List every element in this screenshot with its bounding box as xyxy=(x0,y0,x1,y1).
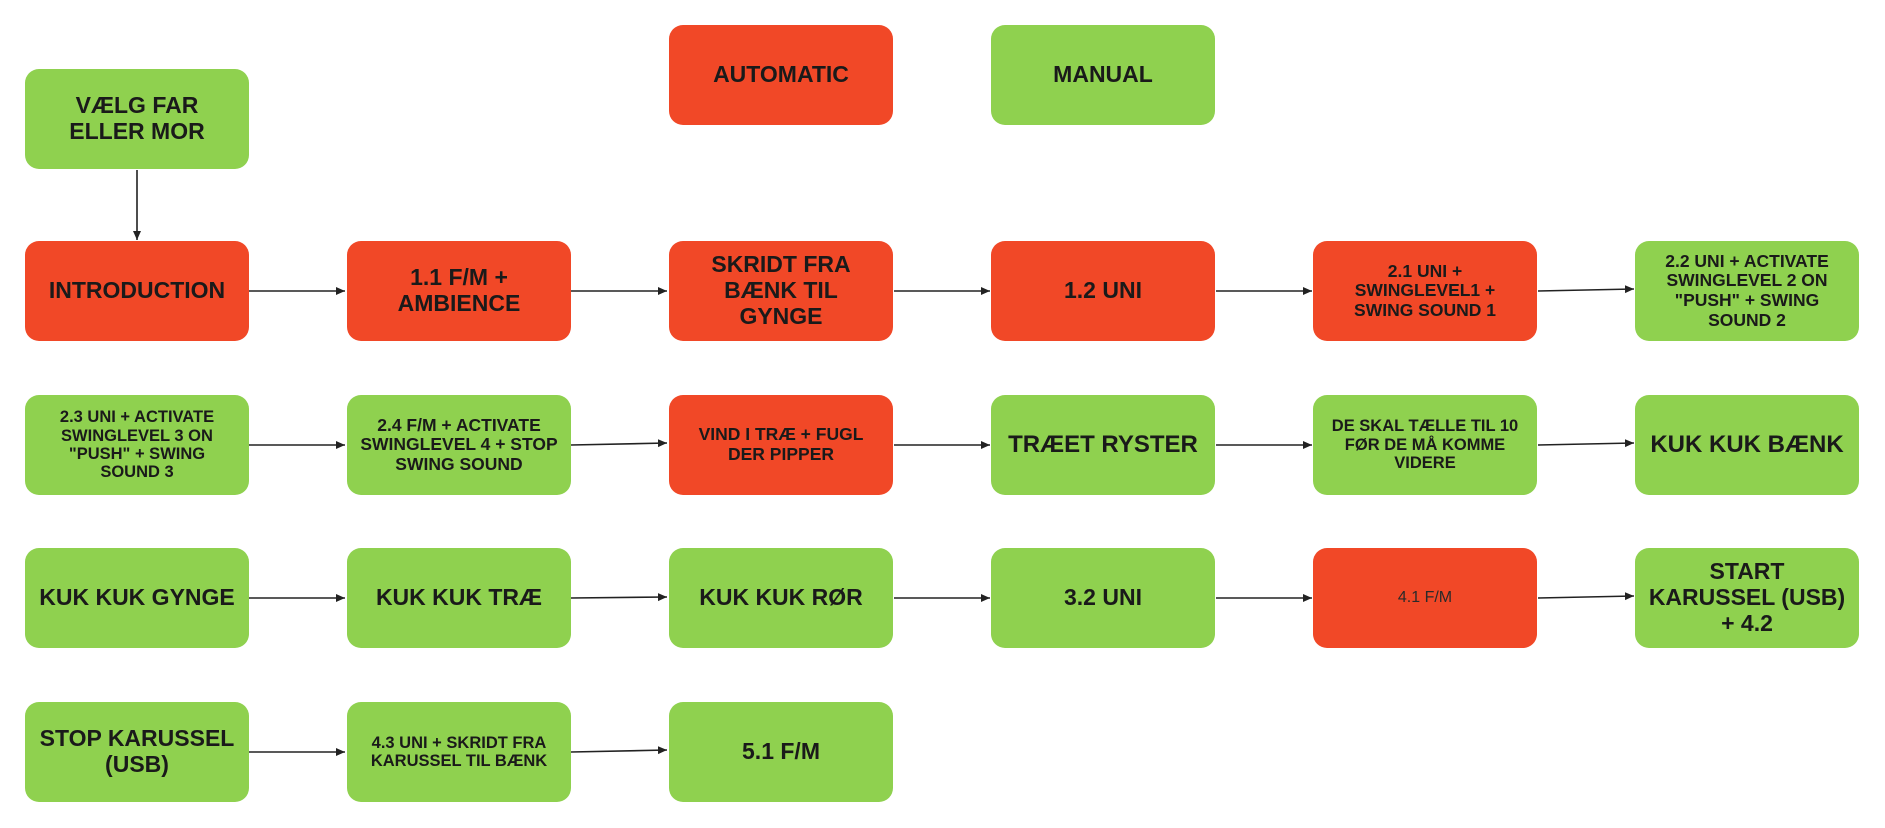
edge-taelle-to-kuk-baenk xyxy=(1537,439,1635,448)
node-2-2-uni-swinglevel2: 2.2 UNI + ACTIVATE SWINGLEVEL 2 ON "PUSH… xyxy=(1635,241,1859,341)
node-3-2-uni: 3.2 UNI xyxy=(991,548,1215,648)
node-de-skal-taelle: DE SKAL TÆLLE TIL 10 FØR DE MÅ KOMME VID… xyxy=(1313,395,1537,495)
node-traeet-ryster: TRÆET RYSTER xyxy=(991,395,1215,495)
node-vaelg-far-eller-mor: VÆLG FAR ELLER MOR xyxy=(25,69,249,169)
edge-4-3-to-5-1 xyxy=(570,746,668,755)
edge-4-1-to-start-karussel xyxy=(1537,592,1635,601)
node-2-4-fm-swinglevel4: 2.4 F/M + ACTIVATE SWINGLEVEL 4 + STOP S… xyxy=(347,395,571,495)
node-kuk-kuk-trae: KUK KUK TRÆ xyxy=(347,548,571,648)
node-kuk-kuk-baenk: KUK KUK BÆNK xyxy=(1635,395,1859,495)
node-1-1-fm-ambience: 1.1 F/M + AMBIENCE xyxy=(347,241,571,341)
edge-2-1-to-2-2 xyxy=(1537,285,1635,294)
node-vind-i-trae: VIND I TRÆ + FUGL DER PIPPER xyxy=(669,395,893,495)
edge-kuk-trae-to-kuk-ror xyxy=(570,593,668,602)
legend-manual: MANUAL xyxy=(991,25,1215,125)
node-skridt-fra-baenk-til-gynge: SKRIDT FRA BÆNK TIL GYNGE xyxy=(669,241,893,341)
node-4-3-uni-skridt: 4.3 UNI + SKRIDT FRA KARUSSEL TIL BÆNK xyxy=(347,702,571,802)
legend-automatic: AUTOMATIC xyxy=(669,25,893,125)
node-2-3-uni-swinglevel3: 2.3 UNI + ACTIVATE SWINGLEVEL 3 ON "PUSH… xyxy=(25,395,249,495)
node-kuk-kuk-gynge: KUK KUK GYNGE xyxy=(25,548,249,648)
node-5-1-fm: 5.1 F/M xyxy=(669,702,893,802)
node-2-1-uni-swinglevel1: 2.1 UNI + SWINGLEVEL1 + SWING SOUND 1 xyxy=(1313,241,1537,341)
node-start-karussel: START KARUSSEL (USB) + 4.2 xyxy=(1635,548,1859,648)
node-introduction: INTRODUCTION xyxy=(25,241,249,341)
node-4-1-fm: 4.1 F/M xyxy=(1313,548,1537,648)
node-1-2-uni: 1.2 UNI xyxy=(991,241,1215,341)
node-stop-karussel: STOP KARUSSEL (USB) xyxy=(25,702,249,802)
node-kuk-kuk-ror: KUK KUK RØR xyxy=(669,548,893,648)
edge-2-4-to-vind xyxy=(570,439,668,448)
